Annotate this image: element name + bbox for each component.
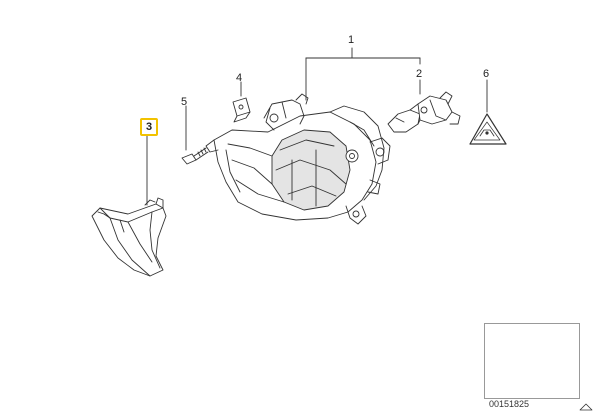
screw-part bbox=[181, 147, 209, 165]
callout-6[interactable]: 6 bbox=[483, 68, 490, 80]
vehicle-thumbnail-frame[interactable] bbox=[484, 323, 580, 399]
clip-nut-part bbox=[232, 97, 251, 123]
leader-lines bbox=[146, 47, 488, 206]
callout-3-selected[interactable]: 3 bbox=[140, 118, 159, 136]
bulb-part bbox=[387, 91, 461, 133]
callout-2[interactable]: 2 bbox=[416, 68, 423, 80]
callout-4[interactable]: 4 bbox=[236, 72, 243, 84]
trim-cover-part bbox=[91, 197, 167, 277]
callout-5[interactable]: 5 bbox=[181, 96, 188, 108]
callout-1[interactable]: 1 bbox=[348, 34, 355, 46]
warning-triangle-icon bbox=[469, 113, 507, 145]
triangle-nav-icon[interactable] bbox=[579, 403, 593, 411]
fog-lamp-housing bbox=[205, 93, 391, 225]
diagram-id-label: 00151825 bbox=[489, 399, 530, 409]
